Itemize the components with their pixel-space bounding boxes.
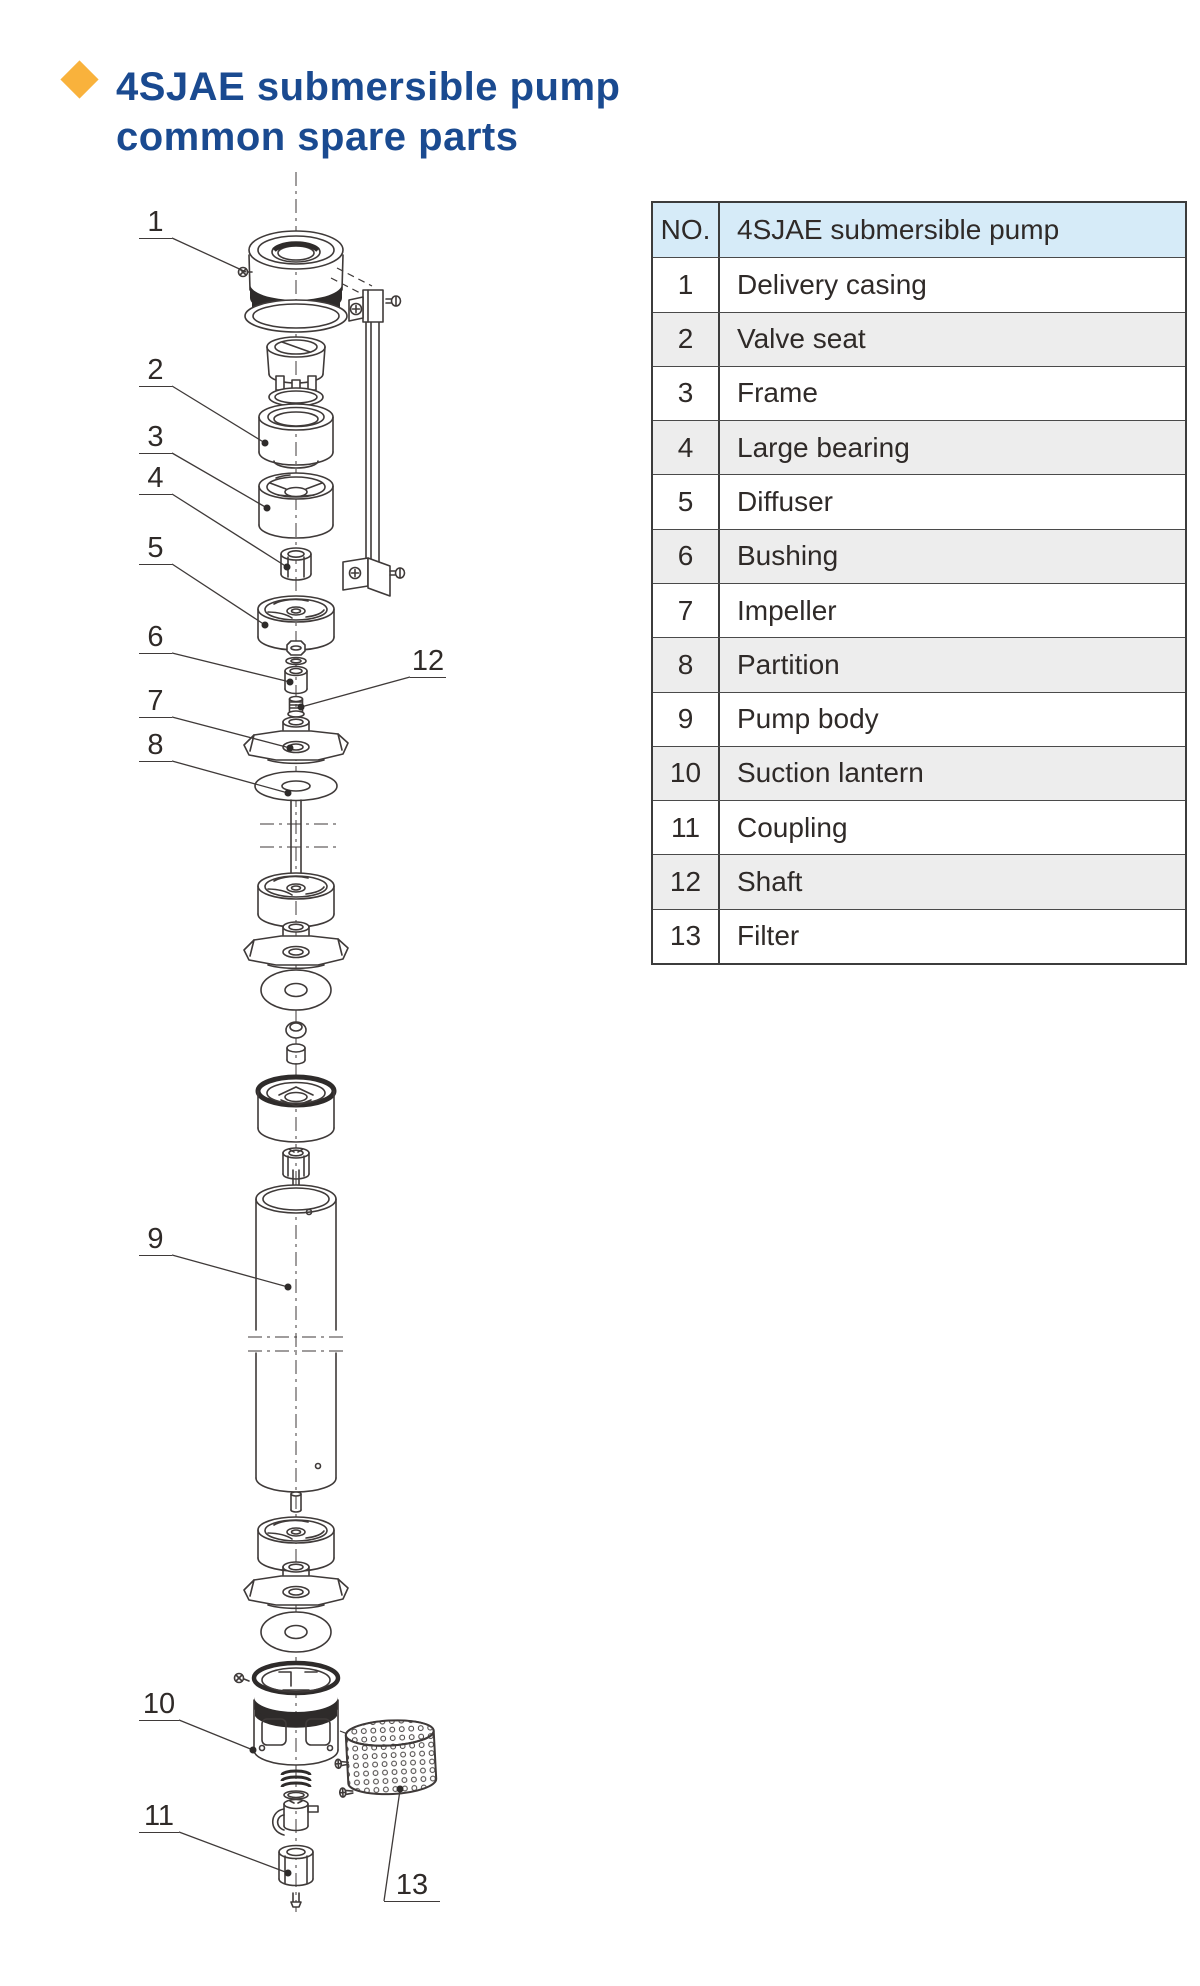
callout-2: 2 bbox=[139, 355, 172, 387]
callout-12: 12 bbox=[410, 645, 446, 678]
part-name: Bushing bbox=[737, 540, 839, 572]
callout-10: 10 bbox=[139, 1689, 179, 1721]
table-row: 3 Frame bbox=[653, 365, 1185, 421]
callout-6: 6 bbox=[139, 622, 172, 654]
table-header-name: 4SJAE submersible pump bbox=[737, 214, 1060, 246]
part-number: 12 bbox=[653, 855, 720, 909]
page-title-line2: common spare parts bbox=[116, 115, 519, 159]
part-suction-lantern bbox=[233, 1660, 359, 1766]
part-number: 10 bbox=[653, 746, 720, 801]
part-number: 2 bbox=[653, 312, 720, 366]
part-name: Frame bbox=[737, 377, 818, 409]
part-nut-washer bbox=[285, 640, 307, 666]
part-number: 7 bbox=[653, 583, 720, 638]
table-row: 1 Delivery casing bbox=[653, 257, 1185, 312]
part-name: Impeller bbox=[737, 594, 837, 626]
part-name: Delivery casing bbox=[737, 268, 927, 300]
table-header-no: NO. bbox=[653, 203, 720, 258]
table-row: 11 Coupling bbox=[653, 800, 1185, 855]
part-frame bbox=[258, 472, 334, 539]
part-top-bearing bbox=[255, 1074, 337, 1143]
shaft bbox=[260, 799, 338, 877]
table-row: 8 Partition bbox=[653, 637, 1185, 692]
callout-5: 5 bbox=[139, 533, 172, 565]
table-row: 7 Impeller bbox=[653, 582, 1185, 638]
part-impeller-2 bbox=[243, 921, 349, 970]
table-row: 4 Large bearing bbox=[653, 420, 1185, 475]
part-impeller-3 bbox=[243, 1561, 349, 1610]
parts-table: NO. 4SJAE submersible pump 1 Delivery ca… bbox=[651, 201, 1187, 965]
part-large-bearing bbox=[280, 547, 312, 581]
part-name: Valve seat bbox=[737, 323, 866, 355]
table-row: 9 Pump body bbox=[653, 691, 1185, 746]
part-name: Partition bbox=[737, 648, 840, 680]
table-header-row: NO. 4SJAE submersible pump bbox=[653, 203, 1185, 258]
part-name: Large bearing bbox=[737, 431, 910, 463]
part-number: 5 bbox=[653, 475, 720, 529]
table-row: 6 Bushing bbox=[653, 528, 1185, 583]
part-number: 13 bbox=[653, 909, 720, 963]
table-row: 2 Valve seat bbox=[653, 311, 1185, 366]
table-row: 10 Suction lantern bbox=[653, 745, 1185, 801]
part-number: 6 bbox=[653, 529, 720, 583]
part-bushing bbox=[284, 665, 308, 695]
part-number: 1 bbox=[653, 258, 720, 312]
table-row: 12 Shaft bbox=[653, 854, 1185, 909]
callout-4: 4 bbox=[139, 463, 172, 495]
part-number: 9 bbox=[653, 692, 720, 746]
callout-3: 3 bbox=[139, 422, 172, 454]
callout-8: 8 bbox=[139, 730, 172, 762]
part-valve bbox=[266, 336, 326, 407]
part-name: Diffuser bbox=[737, 486, 833, 518]
callout-1: 1 bbox=[139, 207, 172, 239]
part-washer-3 bbox=[260, 1611, 332, 1653]
page-title-line1: 4SJAE submersible pump bbox=[116, 65, 621, 109]
part-spring-stack bbox=[280, 1769, 312, 1800]
callout-9: 9 bbox=[139, 1224, 172, 1256]
part-delivery-casing bbox=[237, 230, 348, 333]
part-coupling bbox=[278, 1844, 314, 1908]
part-number: 4 bbox=[653, 421, 720, 475]
part-name: Shaft bbox=[737, 866, 803, 898]
part-washer-2 bbox=[260, 969, 332, 1011]
page-title: 4SJAE submersible pump common spare part… bbox=[116, 62, 620, 162]
part-partition bbox=[254, 770, 338, 802]
cable-guard bbox=[330, 267, 406, 597]
part-name: Suction lantern bbox=[737, 757, 924, 789]
part-number: 8 bbox=[653, 638, 720, 692]
callout-leaders bbox=[171, 237, 411, 1902]
part-filter bbox=[334, 1719, 438, 1798]
part-name: Coupling bbox=[737, 811, 848, 843]
part-number: 11 bbox=[653, 801, 720, 855]
callout-13: 13 bbox=[384, 1870, 440, 1902]
part-beads bbox=[285, 1021, 307, 1065]
table-row: 5 Diffuser bbox=[653, 474, 1185, 529]
part-diffuser-2 bbox=[257, 872, 335, 928]
part-valve-seat bbox=[258, 403, 334, 469]
part-number: 3 bbox=[653, 366, 720, 421]
callout-7: 7 bbox=[139, 686, 172, 718]
table-row: 13 Filter bbox=[653, 908, 1185, 963]
part-elbow bbox=[271, 1798, 319, 1836]
part-name: Filter bbox=[737, 920, 800, 952]
callout-11: 11 bbox=[139, 1801, 179, 1833]
part-pump-body bbox=[248, 1184, 344, 1513]
part-name: Pump body bbox=[737, 703, 879, 735]
